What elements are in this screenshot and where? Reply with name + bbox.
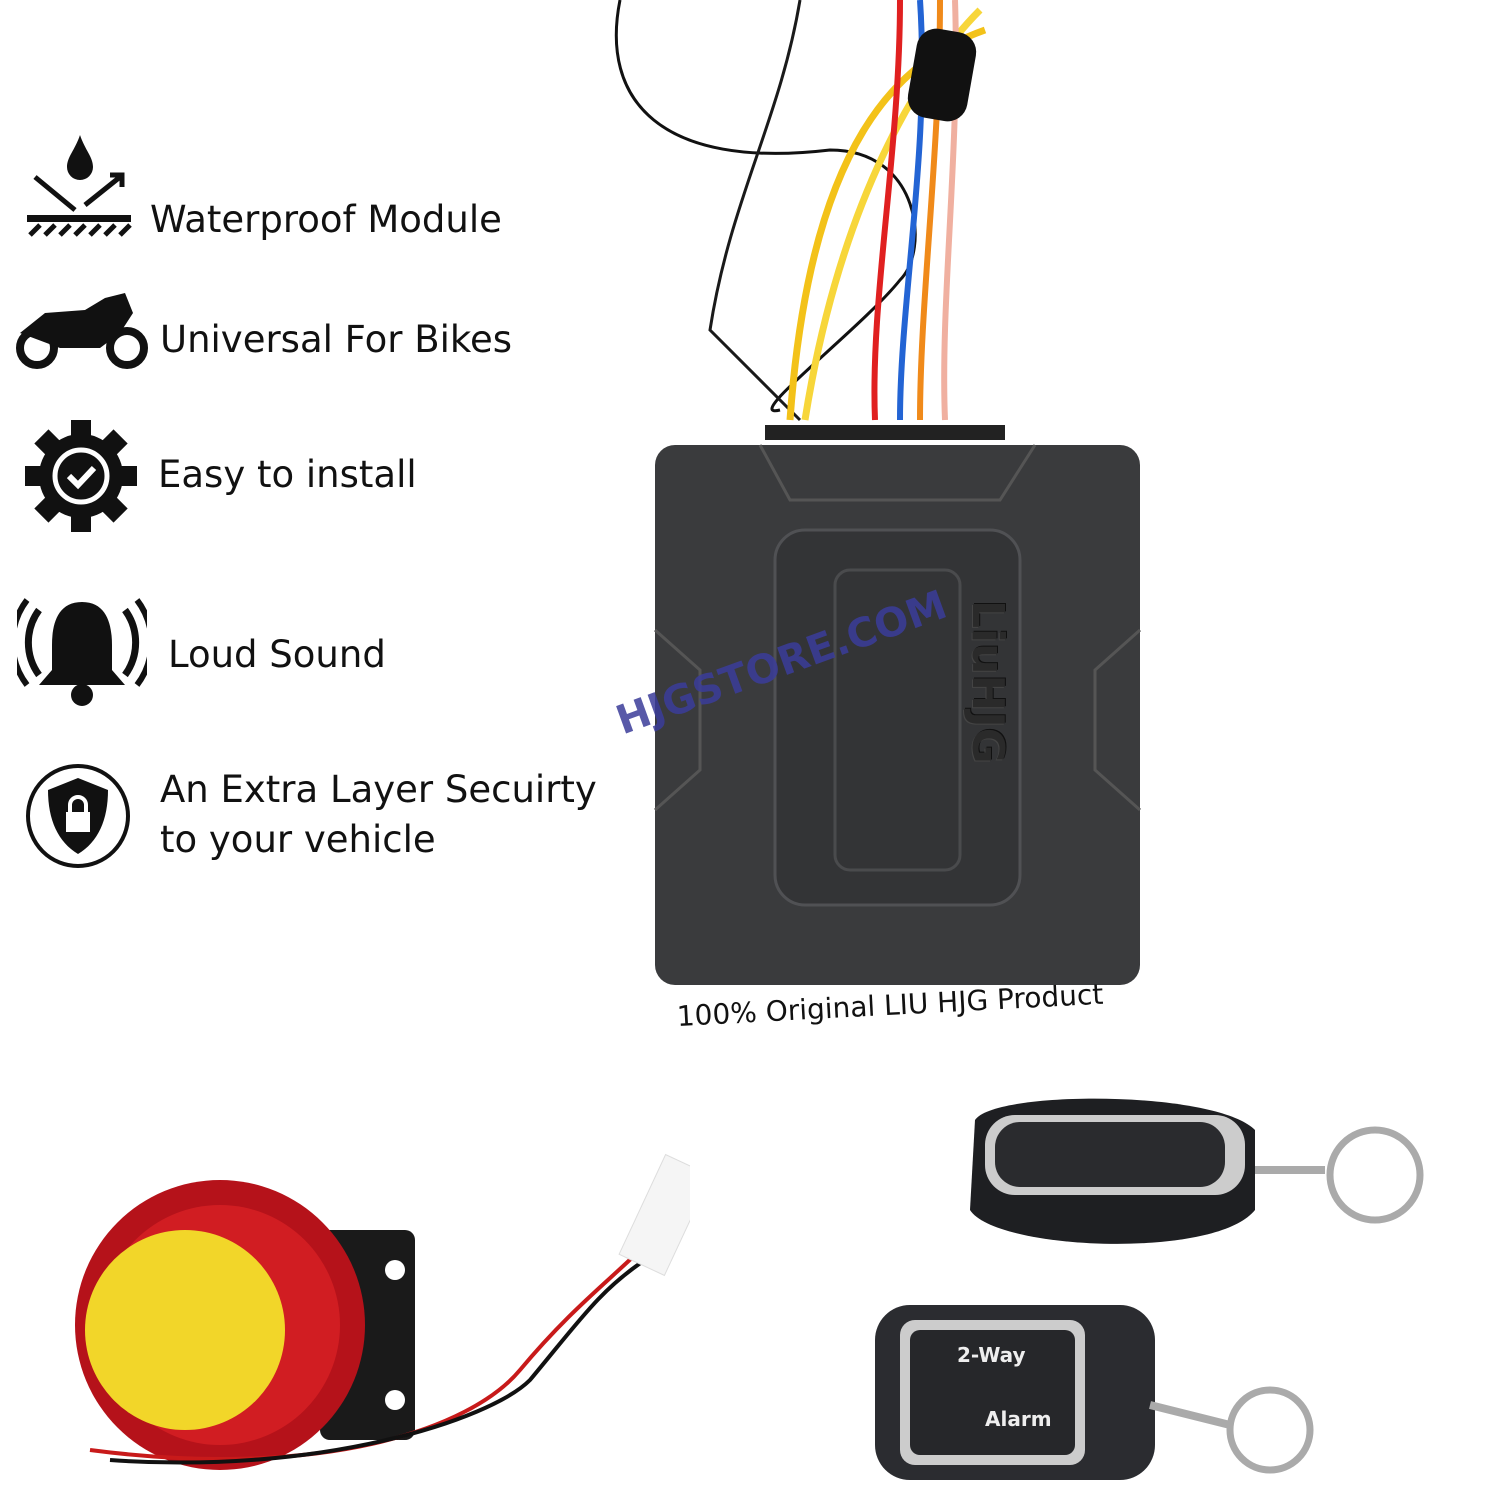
remote-label-2way: 2-Way	[957, 1343, 1026, 1367]
feature-install: Easy to install	[158, 453, 417, 496]
waterproof-icon	[27, 135, 132, 237]
feature-waterproof: Waterproof Module	[150, 198, 502, 241]
remote-key-fob	[970, 1098, 1424, 1244]
siren-speaker	[75, 1153, 690, 1470]
feature-universal: Universal For Bikes	[160, 318, 513, 361]
feature-loud: Loud Sound	[168, 633, 386, 676]
two-way-remote	[875, 1305, 1314, 1480]
remote-label-alarm: Alarm	[985, 1407, 1052, 1431]
alarm-module	[654, 444, 1141, 985]
motorcycle-icon	[16, 293, 148, 369]
bell-ringing-icon	[17, 598, 147, 706]
brand-logo: LiuHJG	[962, 600, 1013, 764]
feature-security-line1: An Extra Layer Secuirty	[160, 768, 597, 811]
feature-security-line2: to your vehicle	[160, 818, 436, 861]
wire-harness	[614, 0, 1005, 440]
shield-lock-icon	[26, 764, 130, 868]
gear-check-icon	[25, 420, 137, 532]
